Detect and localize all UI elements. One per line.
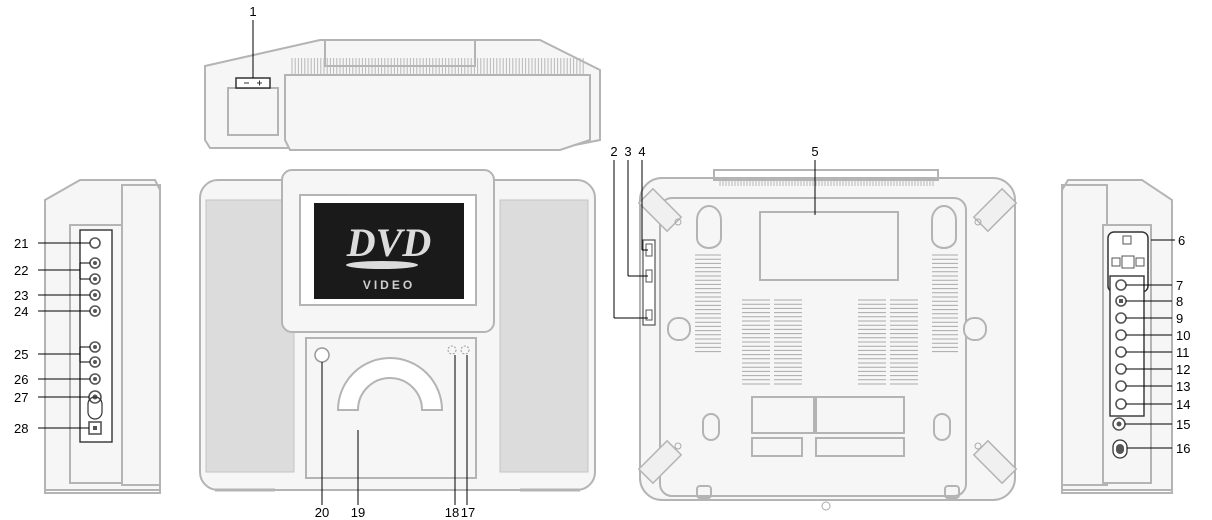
- callout-7: 7: [1176, 278, 1183, 293]
- dvd-logo: DVD: [346, 220, 431, 265]
- callout-3: 3: [624, 144, 631, 159]
- power-button-front: [314, 347, 330, 363]
- video-logo: VIDEO: [363, 278, 415, 292]
- callout-1: 1: [249, 4, 256, 19]
- callout-6: 6: [1178, 233, 1185, 248]
- top-view: [204, 39, 601, 151]
- right-side-view: [1061, 179, 1173, 494]
- callout-27: 27: [14, 390, 28, 405]
- callout-16: 16: [1176, 441, 1190, 456]
- left-side-view: [44, 179, 161, 494]
- slide-switch: [235, 77, 271, 89]
- back-vents: [695, 254, 958, 385]
- callout-12: 12: [1176, 362, 1190, 377]
- callout-14: 14: [1176, 397, 1190, 412]
- callout-numbers: 1 2 3 4 5 6 7 8 9 10 11 12 13 14 15 16 1…: [14, 4, 1190, 520]
- callout-15: 15: [1176, 417, 1190, 432]
- callout-23: 23: [14, 288, 28, 303]
- callout-9: 9: [1176, 311, 1183, 326]
- callout-18: 18: [445, 505, 459, 520]
- callout-21: 21: [14, 236, 28, 251]
- callout-19: 19: [351, 505, 365, 520]
- callout-10: 10: [1176, 328, 1190, 343]
- callout-5: 5: [811, 144, 818, 159]
- callout-4: 4: [638, 144, 645, 159]
- callout-22: 22: [14, 263, 28, 278]
- corner-feet: [637, 187, 1018, 485]
- callout-20: 20: [315, 505, 329, 520]
- disc-door-handle: [336, 357, 444, 411]
- front-view: DVD VIDEO: [199, 169, 596, 492]
- callout-11: 11: [1176, 345, 1190, 360]
- callout-24: 24: [14, 304, 28, 319]
- callout-17: 17: [461, 505, 475, 520]
- callout-28: 28: [14, 421, 28, 436]
- callout-13: 13: [1176, 379, 1190, 394]
- top-grill: [291, 58, 584, 74]
- callout-26: 26: [14, 372, 28, 387]
- callout-2: 2: [610, 144, 617, 159]
- callout-25: 25: [14, 347, 28, 362]
- screen: [314, 203, 464, 299]
- back-view: [637, 169, 1018, 511]
- callout-8: 8: [1176, 294, 1183, 309]
- leader-lines: [38, 20, 1175, 505]
- back-top-grill: [719, 180, 934, 186]
